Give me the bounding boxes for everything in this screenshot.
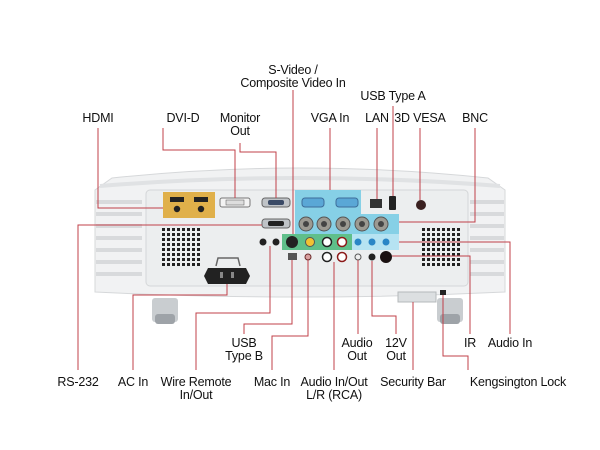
label-s-video: S-Video /Composite Video In <box>240 64 345 90</box>
label-line: IR <box>463 336 477 350</box>
mac-in-port <box>304 253 312 261</box>
label-line: Wire Remote <box>160 375 232 389</box>
label-line: Out <box>347 349 367 363</box>
left-side-vents <box>96 200 142 276</box>
vga-in-port-2 <box>335 197 359 208</box>
label-rs-232: RS-232 <box>57 376 98 389</box>
label-line: 3D VESA <box>394 111 446 125</box>
label-line: USB Type A <box>360 89 426 103</box>
label-security-bar: Security Bar <box>380 376 446 389</box>
right-side-vents <box>470 200 504 276</box>
label-line: Kengsington Lock <box>469 375 567 389</box>
label-line: Audio In/Out <box>300 375 368 389</box>
leader-wire-remote <box>195 246 271 370</box>
leader-audio-in <box>399 241 511 334</box>
label-hdmi: HDMI <box>82 112 113 125</box>
label-ir: IR <box>464 337 476 350</box>
label-audio-in: Audio In <box>488 337 532 350</box>
label-line: RS-232 <box>57 375 99 389</box>
label-line: DVI-D <box>166 111 200 125</box>
audio-out-jack <box>354 253 362 261</box>
label-line: L/R (RCA) <box>306 388 362 402</box>
label-line: VGA In <box>310 111 350 125</box>
vga-in-port-1 <box>301 197 325 208</box>
hdmi-port-1 <box>170 197 184 202</box>
leader-kensington <box>442 295 469 370</box>
label-line: S-Video / <box>268 63 318 77</box>
security-bar <box>397 291 437 303</box>
leader-ir <box>392 255 471 334</box>
label-usb-a: USB Type A <box>360 90 425 103</box>
label-line: Mac In <box>253 375 291 389</box>
label-line: Monitor <box>219 111 261 125</box>
rca-out-left <box>321 251 333 263</box>
label-line: Out <box>386 349 406 363</box>
label-kensington: Kengsington Lock <box>470 376 566 389</box>
s-video-port <box>286 236 298 248</box>
composite-port <box>305 237 315 247</box>
label-line: USB <box>231 336 257 350</box>
leader-dvi-d <box>162 128 236 198</box>
label-line: Out <box>230 124 250 138</box>
label-line: Composite Video In <box>240 76 346 90</box>
label-line: AC In <box>117 375 149 389</box>
usb-a-port <box>389 196 396 210</box>
lan-port <box>370 199 382 208</box>
12v-out-jack <box>368 253 376 261</box>
label-line: BNC <box>462 111 488 125</box>
label-line: 12V <box>385 336 407 350</box>
ir-receiver <box>380 251 392 263</box>
label-line: LAN <box>365 111 389 125</box>
label-line: In/Out <box>179 388 213 402</box>
label-ac-in: AC In <box>118 376 148 389</box>
leader-mac-in <box>271 260 309 370</box>
label-vga-in: VGA In <box>310 111 350 125</box>
label-line: Type B <box>225 349 263 363</box>
leader-ac-in <box>132 284 228 370</box>
wire-remote-out <box>272 238 280 246</box>
leader-monitor-out <box>239 143 277 198</box>
left-speaker-grille <box>162 228 200 266</box>
label-bnc: BNC <box>462 112 488 125</box>
leader-rs-232 <box>77 224 262 370</box>
leader-usb-b <box>243 260 293 334</box>
rca-out-right <box>336 251 348 263</box>
label-line: Security Bar <box>380 375 446 389</box>
kensington-slot <box>440 290 446 295</box>
label-lan: LAN <box>365 112 389 125</box>
label-dvi-d: DVI-D <box>166 112 199 125</box>
label-line: Audio In <box>487 336 533 350</box>
leader-bnc <box>399 128 476 223</box>
hdmi-port-2 <box>194 197 208 202</box>
leader-hdmi <box>97 128 163 209</box>
wire-remote-in <box>259 238 267 246</box>
hdmi-panel <box>163 192 215 218</box>
leader-lines <box>77 90 511 370</box>
label-mac-in: Mac In <box>253 375 291 389</box>
3d-vesa-port <box>416 200 426 210</box>
bnc-ports <box>298 216 389 232</box>
label-3d-vesa: 3D VESA <box>394 111 446 125</box>
label-line: Audio <box>341 336 373 350</box>
leader-12v-out <box>371 261 397 334</box>
label-line: HDMI <box>82 111 114 125</box>
ac-inlet <box>204 268 250 284</box>
right-speaker-grille <box>422 228 460 266</box>
usb-b-port <box>288 253 297 260</box>
